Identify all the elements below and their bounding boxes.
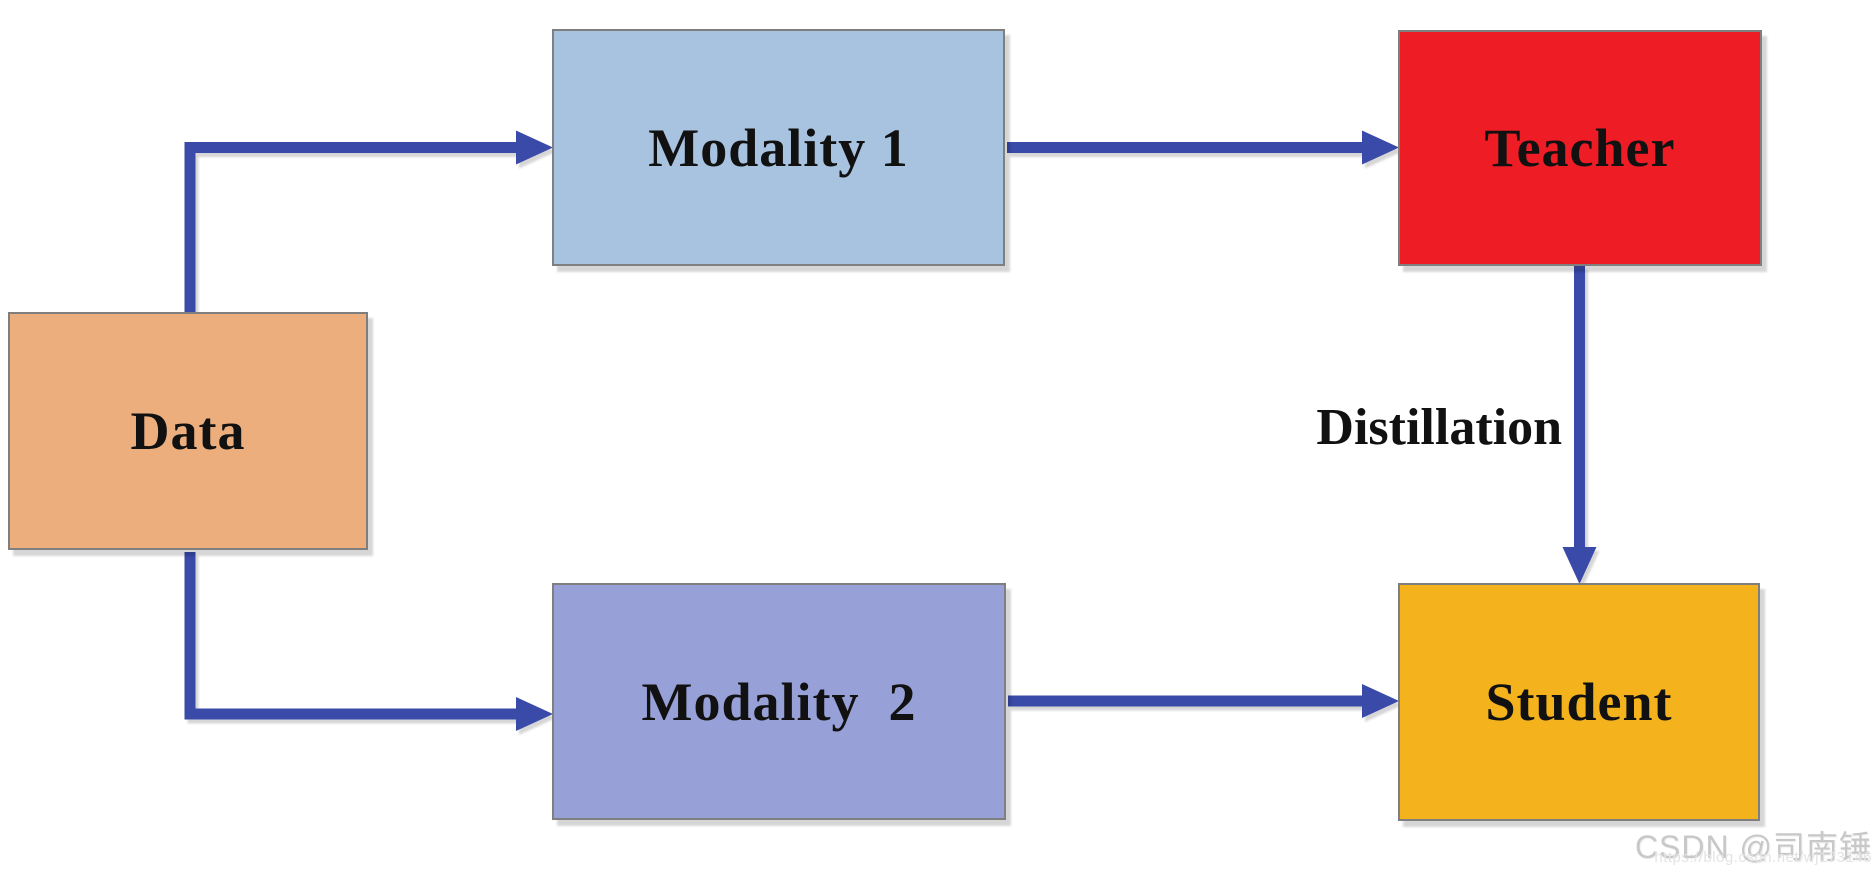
arrowhead-icon (516, 697, 553, 731)
node-teacher: Teacher (1398, 30, 1762, 266)
node-modality-2-label: Modality 2 (641, 671, 917, 732)
edge-line (184, 142, 516, 312)
arrowhead-icon (516, 130, 553, 165)
edge-line (184, 552, 516, 720)
node-student: Student (1398, 583, 1760, 821)
node-student-label: Student (1485, 672, 1673, 732)
node-data-label: Data (130, 401, 246, 461)
edge-modality1-to-teacher (1007, 130, 1399, 165)
node-teacher-label: Teacher (1484, 118, 1676, 178)
node-modality-1: Modality 1 (552, 29, 1005, 266)
arrowhead-icon (1562, 547, 1597, 584)
arrowhead-icon (1362, 130, 1399, 165)
node-modality-1-label: Modality 1 (648, 117, 909, 178)
node-data: Data (8, 312, 368, 550)
distillation-edge-label: Distillation (1316, 399, 1562, 456)
arrowhead-icon (1362, 684, 1399, 718)
edge-data-to-modality2 (184, 552, 553, 731)
edge-data-to-modality1 (184, 130, 553, 312)
node-modality-2: Modality 2 (552, 583, 1006, 820)
edge-modality2-to-student (1008, 684, 1399, 718)
edge-teacher-to-student (1562, 266, 1597, 584)
